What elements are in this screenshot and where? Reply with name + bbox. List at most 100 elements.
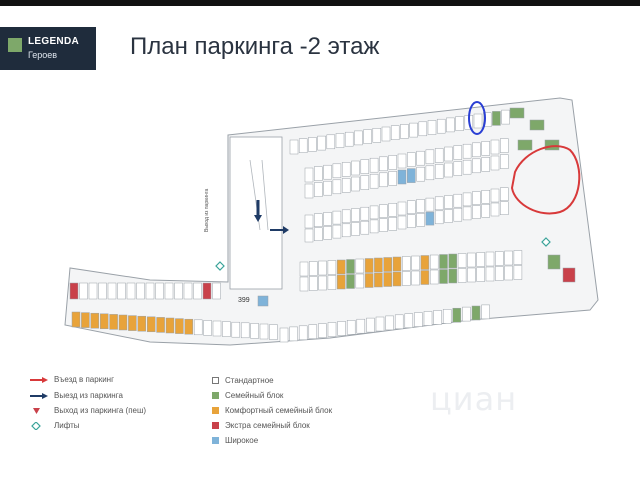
parking-spot bbox=[423, 311, 433, 326]
parking-spot bbox=[434, 148, 444, 163]
parking-spot bbox=[289, 139, 299, 155]
parking-spot bbox=[318, 323, 327, 338]
parking-spot bbox=[308, 324, 318, 339]
parking-spot bbox=[495, 266, 504, 281]
parking-spot bbox=[355, 258, 365, 274]
parking-spot bbox=[404, 313, 414, 328]
parking-spot bbox=[184, 318, 194, 335]
legend-item: Семейный блок bbox=[212, 391, 283, 400]
parking-spot bbox=[364, 273, 374, 288]
parking-spot bbox=[369, 219, 379, 234]
parking-spot bbox=[388, 171, 397, 186]
parking-spot bbox=[439, 254, 448, 269]
parking-spot bbox=[346, 274, 355, 289]
legend-label: Выезд из паркинга bbox=[54, 391, 123, 400]
parking-spot bbox=[98, 282, 107, 300]
parking-spot bbox=[418, 121, 428, 137]
parking-spot bbox=[299, 276, 309, 292]
parking-spot bbox=[500, 187, 509, 201]
parking-spot bbox=[109, 314, 118, 330]
parking-spot bbox=[369, 157, 379, 173]
parking-spots bbox=[69, 107, 576, 343]
parking-spot bbox=[476, 267, 485, 282]
parking-spot bbox=[383, 272, 392, 287]
spot-399-label: 399 bbox=[238, 297, 250, 304]
parking-spot bbox=[379, 204, 388, 218]
parking-spot bbox=[298, 325, 308, 341]
parking-spot bbox=[118, 314, 128, 331]
parking-spot bbox=[289, 326, 298, 342]
parking-spot bbox=[439, 269, 448, 284]
parking-spot bbox=[492, 111, 501, 126]
parking-spot bbox=[444, 195, 453, 209]
highlight-ellipse-blue bbox=[468, 101, 486, 135]
parking-spot bbox=[314, 227, 323, 241]
parking-spot bbox=[513, 265, 523, 280]
brand-subtitle: Героев bbox=[28, 50, 58, 60]
lift-diamond-icon bbox=[30, 420, 48, 431]
exit-arrow bbox=[254, 200, 262, 222]
parking-spot bbox=[482, 112, 492, 127]
parking-spot bbox=[165, 317, 175, 334]
parking-spot bbox=[471, 305, 481, 321]
comfort-family-swatch-icon bbox=[212, 407, 219, 414]
parking-spot bbox=[434, 196, 444, 211]
legend-item: Стандартное bbox=[212, 376, 274, 385]
parking-spot bbox=[397, 215, 407, 230]
parking-spot bbox=[434, 164, 444, 179]
parking-spot bbox=[335, 133, 345, 148]
parking-spot bbox=[402, 256, 411, 271]
parking-spot bbox=[318, 275, 327, 291]
parking-spot bbox=[513, 250, 523, 265]
parking-spot bbox=[547, 254, 561, 270]
parking-spot bbox=[397, 169, 407, 185]
parking-spot bbox=[175, 318, 184, 334]
parking-spot bbox=[341, 223, 351, 238]
parking-spot bbox=[407, 168, 416, 183]
parking-spot bbox=[388, 155, 397, 170]
parking-spot bbox=[429, 254, 439, 270]
parking-spot bbox=[455, 116, 464, 131]
parking-spot bbox=[183, 282, 193, 300]
parking-spot bbox=[416, 166, 425, 182]
parking-spot bbox=[366, 317, 375, 333]
parking-spot bbox=[425, 211, 435, 226]
parking-spot bbox=[341, 178, 351, 193]
parking-spot bbox=[203, 320, 212, 336]
parking-spot bbox=[562, 267, 576, 283]
parking-spot bbox=[299, 261, 309, 277]
parking-spot bbox=[107, 282, 117, 300]
parking-spot bbox=[257, 295, 269, 307]
parking-spot bbox=[364, 258, 374, 273]
parking-spot bbox=[425, 149, 435, 165]
parking-spot bbox=[529, 119, 545, 131]
standard-swatch-icon bbox=[212, 377, 219, 384]
page-title: План паркинга -2 этаж bbox=[130, 33, 380, 60]
parking-spot bbox=[250, 323, 259, 339]
parking-spot bbox=[390, 125, 400, 140]
parking-spot bbox=[314, 182, 323, 197]
parking-spot bbox=[407, 152, 416, 167]
legend-label: Въезд в паркинг bbox=[54, 375, 114, 384]
parking-spot bbox=[420, 255, 430, 270]
parking-spot bbox=[429, 269, 439, 285]
legend-label: Стандартное bbox=[225, 376, 274, 385]
parking-spot bbox=[71, 311, 81, 328]
legend-item: Экстра семейный блок bbox=[212, 421, 310, 430]
lift-icon bbox=[215, 261, 225, 271]
parking-spot bbox=[517, 139, 533, 151]
parking-spot bbox=[360, 175, 370, 190]
legend-item: Лифты bbox=[30, 420, 80, 431]
parking-spot bbox=[202, 282, 212, 300]
highlight-ellipse-red bbox=[510, 145, 581, 215]
parking-spot bbox=[222, 321, 231, 337]
navy-arrow-icon bbox=[30, 392, 48, 400]
parking-spot bbox=[344, 131, 354, 147]
parking-spot bbox=[434, 210, 444, 225]
parking-spot bbox=[416, 213, 425, 227]
parking-spot bbox=[457, 268, 467, 283]
parking-spot bbox=[356, 318, 366, 334]
parking-spot bbox=[240, 322, 250, 339]
parking-spot bbox=[392, 271, 402, 287]
parking-spot bbox=[351, 160, 360, 176]
